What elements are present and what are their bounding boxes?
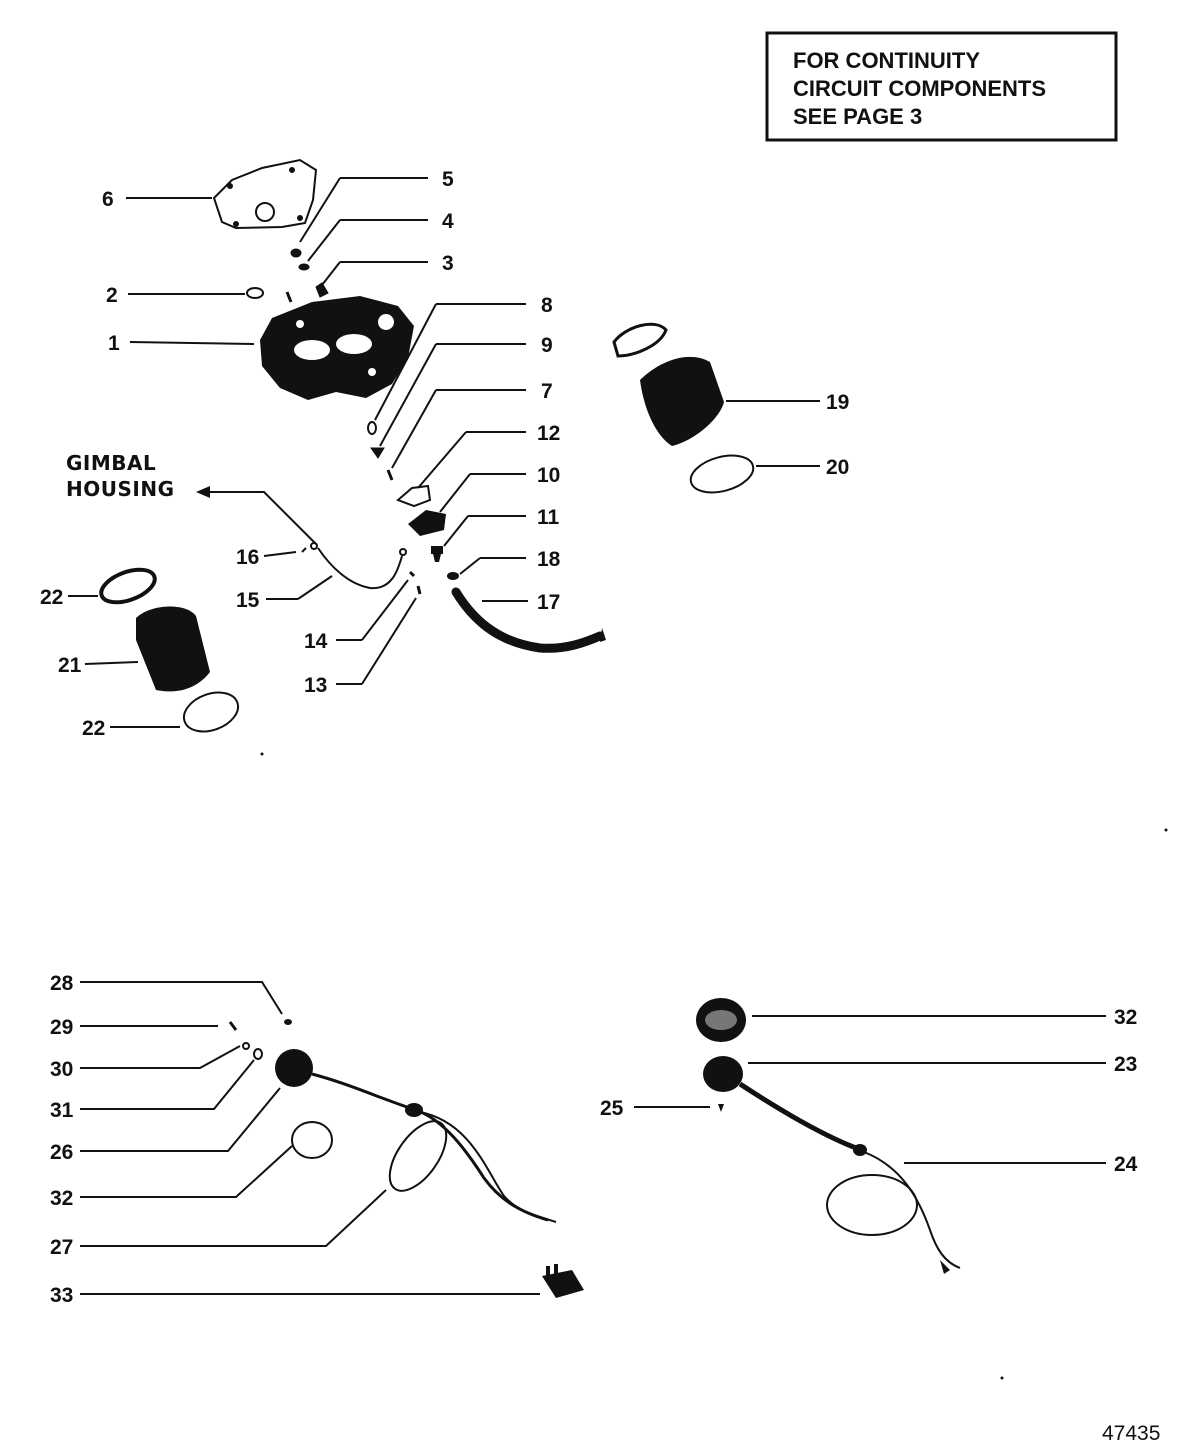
part-8-drawing: [367, 421, 377, 435]
part-22-upper-clamp-drawing: [99, 567, 157, 605]
callout-12: 12: [537, 422, 560, 445]
callout-numbers: 6 5 4 3 2 1 8 9 7 12 10 11 18 17 19 20 1…: [40, 168, 1138, 1307]
part-12-gasket-drawing: [396, 484, 432, 508]
part-26-sender-harness-drawing: [275, 1049, 557, 1223]
part-15-wire-drawing: [317, 547, 403, 590]
callout-9: 9: [541, 334, 553, 357]
part-24-harness-drawing: [826, 1144, 961, 1274]
annotation-line-1: GIMBAL: [66, 451, 156, 475]
callout-2: 2: [106, 284, 118, 307]
part-10-drawing: [408, 510, 446, 536]
part-11-fitting-drawing: [431, 546, 443, 562]
notice-line-3: SEE PAGE 3: [793, 104, 922, 129]
part-17-hose-drawing: [451, 587, 605, 653]
notice-box: FOR CONTINUITY CIRCUIT COMPONENTS SEE PA…: [765, 31, 1118, 142]
part-20-clamp-drawing: [689, 454, 755, 494]
annotation-line-2: HOUSING: [66, 477, 174, 501]
callout-31: 31: [50, 1099, 74, 1122]
part-5-screw-drawing: [290, 248, 302, 258]
part-27-wire-loop-drawing: [388, 1120, 448, 1192]
callout-23: 23: [1114, 1053, 1137, 1076]
part-16-drawing: [301, 547, 307, 553]
part-25-drawing: [718, 1104, 724, 1112]
part-9-drawing: [370, 447, 385, 459]
callout-3: 3: [442, 252, 454, 275]
callout-7: 7: [541, 380, 553, 403]
part-2-o-ring-drawing: [246, 287, 264, 299]
callout-21: 21: [58, 654, 82, 677]
part-30-drawing: [242, 1042, 250, 1050]
gimbal-housing-annotation: GIMBAL HOUSING: [66, 451, 174, 501]
callout-10: 10: [537, 464, 560, 487]
callout-32-lower-right: 32: [1114, 1006, 1137, 1029]
notice-line-1: FOR CONTINUITY: [793, 48, 980, 73]
callout-13: 13: [304, 674, 327, 697]
callout-22-lower: 22: [82, 717, 105, 740]
callout-6: 6: [102, 188, 114, 211]
part-1-cover-plate-drawing: [260, 296, 414, 400]
part-14-drawing: [408, 570, 416, 578]
callout-14: 14: [304, 630, 328, 653]
figure-number: 47435: [1102, 1422, 1160, 1445]
part-6-gasket-drawing: [212, 158, 318, 230]
part-33-connector-drawing: [542, 1264, 584, 1298]
part-21-bellows-drawing: [136, 606, 210, 692]
part-23-sender-drawing: [703, 1056, 857, 1151]
part-18-drawing: [447, 572, 459, 580]
callout-27: 27: [50, 1236, 73, 1259]
callout-5: 5: [442, 168, 454, 191]
part-4-washer-drawing: [298, 263, 310, 271]
part-28-drawing: [284, 1019, 292, 1025]
part-19-bellows-drawing: [612, 322, 724, 446]
callout-19: 19: [826, 391, 849, 414]
part-31-drawing: [253, 1048, 263, 1060]
callout-1: 1: [108, 332, 120, 355]
part-22-lower-clamp-drawing: [182, 691, 240, 733]
callout-22-upper: 22: [40, 586, 63, 609]
leader-lines: [68, 177, 1106, 1295]
part-13-drawing: [416, 585, 422, 595]
part-32-lens-lower-left-drawing: [291, 1121, 333, 1159]
callout-16: 16: [236, 546, 259, 569]
part-29-drawing: [228, 1021, 238, 1031]
callout-18: 18: [537, 548, 561, 571]
callout-29: 29: [50, 1016, 73, 1039]
callout-4: 4: [442, 210, 454, 233]
callout-24: 24: [1114, 1153, 1138, 1176]
callout-30: 30: [50, 1058, 73, 1081]
callout-8: 8: [541, 294, 553, 317]
callout-15: 15: [236, 589, 260, 612]
callout-26: 26: [50, 1141, 73, 1164]
part-32-lens-lower-right-drawing: [696, 998, 746, 1042]
part-3-bolt-drawing: [315, 282, 329, 298]
callout-11: 11: [537, 506, 560, 529]
callout-28: 28: [50, 972, 74, 995]
callout-32-lower-left: 32: [50, 1187, 73, 1210]
callout-33: 33: [50, 1284, 73, 1307]
callout-20: 20: [826, 456, 849, 479]
part-7-drawing: [386, 469, 394, 481]
callout-17: 17: [537, 591, 560, 614]
notice-line-2: CIRCUIT COMPONENTS: [793, 76, 1046, 101]
callout-25: 25: [600, 1097, 624, 1120]
